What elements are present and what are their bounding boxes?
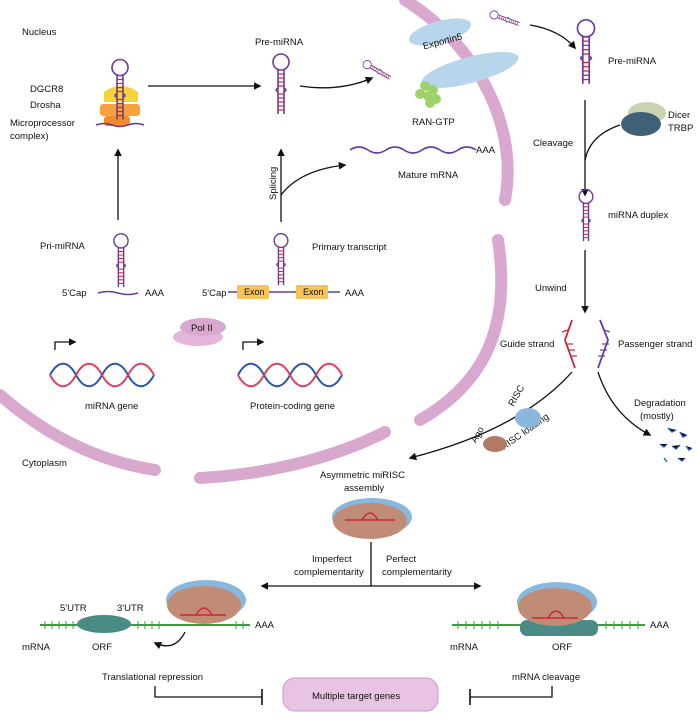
degradation-label-2: (mostly)	[640, 411, 674, 422]
guide-strand-label: Guide strand	[500, 339, 554, 350]
risc-label: RISC	[506, 383, 527, 408]
exon-label-1: Exon	[244, 287, 265, 297]
risc-loading-arrow	[408, 371, 573, 461]
protein-coding-gene-label: Protein-coding gene	[250, 401, 335, 412]
mature-mrna-aaa: AAA	[476, 145, 496, 156]
five-utr-label: 5'UTR	[60, 603, 87, 614]
splicing-label: Splicing	[268, 167, 279, 200]
dgcr8-label: DGCR8	[30, 84, 63, 95]
left-orf-label: ORF	[92, 642, 112, 653]
mature-mrna-wave	[349, 146, 477, 154]
multiple-target-genes-box	[282, 677, 439, 712]
degradation-label-1: Degradation	[634, 398, 686, 409]
protein-coding-gene-dna	[237, 338, 343, 388]
perfect-label-2: complementarity	[382, 567, 452, 578]
pri-mirna-label: Pri-miRNA	[40, 241, 86, 252]
mrna-cleavage-label: mRNA cleavage	[512, 672, 580, 683]
primary-transcript-aaa: AAA	[345, 288, 365, 299]
primary-transcript-hairpin	[273, 232, 289, 286]
ago-protein	[483, 436, 507, 452]
right-orf-label: ORF	[552, 642, 572, 653]
exon-box-2	[296, 285, 328, 299]
three-utr-label: 3'UTR	[117, 603, 144, 614]
exported-pre-mirna	[488, 9, 522, 29]
mirna-duplex-shape	[578, 188, 594, 242]
cleavage-label: Cleavage	[533, 138, 573, 149]
inhibition-lines	[154, 686, 553, 705]
mirisc-complex	[332, 498, 412, 539]
degraded-fragments	[659, 427, 693, 463]
dicer-label: Dicer	[668, 110, 690, 121]
mirna-gene-dna	[49, 338, 155, 388]
arrow-to-exportin	[299, 76, 374, 89]
passenger-strand-label: Passenger strand	[618, 339, 692, 350]
pol-ii-label: Pol II	[191, 323, 213, 334]
exon-box-1	[237, 285, 269, 299]
pre-mirna-cyto-hairpin	[576, 18, 596, 85]
mirna-duplex-label: miRNA duplex	[608, 210, 668, 221]
right-mrna-aaa: AAA	[650, 620, 670, 631]
pol-ii	[173, 318, 226, 346]
guide-strand-shape	[561, 319, 577, 369]
microprocessor-label-1: Microprocessor	[10, 118, 75, 129]
perfect-label-1: Perfect	[386, 554, 416, 565]
left-mrna-aaa: AAA	[255, 620, 275, 631]
splicing-arrow-right	[280, 161, 347, 196]
pre-mirna-cyto-label: Pre-miRNA	[608, 56, 657, 67]
ran-gtp-label: RAN-GTP	[412, 117, 455, 128]
risc-protein	[515, 408, 541, 428]
microprocessor-label-2: complex)	[10, 131, 49, 142]
unwind-label: Unwind	[535, 283, 567, 294]
right-mrna	[452, 582, 645, 636]
multiple-target-genes-label: Multiple target genes	[312, 691, 400, 702]
asym-label-1: Asymmetric miRISC	[320, 470, 405, 481]
left-mrna-label: mRNA	[22, 642, 51, 653]
arrow-to-cyto-pre-mirna	[529, 24, 576, 50]
right-mrna-label: mRNA	[450, 642, 479, 653]
mature-mrna-label: Mature mRNA	[398, 170, 459, 181]
pri-mirna-hairpin	[113, 232, 129, 288]
mirna-gene-label: miRNA gene	[85, 401, 138, 412]
trbp-label: TRBP	[668, 123, 693, 134]
asym-label-2: assembly	[344, 483, 384, 494]
exon-label-2: Exon	[303, 287, 324, 297]
microprocessor-complex	[95, 58, 145, 128]
primary-transcript-label: Primary transcript	[312, 242, 387, 253]
dicer-trbp	[621, 102, 666, 136]
nuclear-membrane	[0, 0, 514, 484]
dicer-action-arrow	[584, 124, 621, 161]
imperfect-label-1: Imperfect	[312, 554, 352, 565]
imperfect-label-2: complementarity	[294, 567, 364, 578]
cytoplasm-label: Cytoplasm	[22, 458, 67, 469]
left-mrna	[40, 580, 250, 650]
primary-transcript-5cap: 5'Cap	[202, 288, 227, 299]
pre-mirna-nucleus-hairpin	[272, 53, 290, 115]
pre-mirna-nucleus-label: Pre-miRNA	[255, 37, 304, 48]
translational-repression-label: Translational repression	[102, 672, 203, 683]
degradation-arrow	[597, 371, 652, 436]
nucleus-label: Nucleus	[22, 27, 57, 38]
pri-mirna-5cap: 5'Cap	[62, 288, 87, 299]
drosha-label: Drosha	[30, 100, 61, 111]
passenger-strand-shape	[597, 319, 611, 369]
exportin5-complex	[361, 18, 519, 108]
pri-mirna-aaa: AAA	[145, 288, 165, 299]
